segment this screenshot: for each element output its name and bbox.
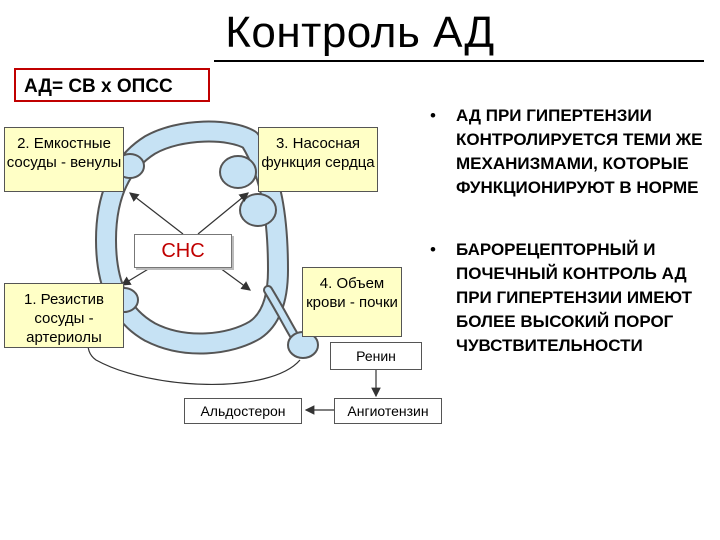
pump-function-box: 3. Насосная функция сердца	[258, 127, 378, 192]
resistive-vessels-box: 1. Резистив сосуды - артериолы	[4, 283, 124, 348]
page-title: Контроль АД	[225, 8, 495, 57]
vascular-loop	[95, 120, 319, 359]
formula-box: АД= СВ х ОПСС	[14, 68, 210, 102]
bullet-item: • БАРОРЕЦЕПТОРНЫЙ И ПОЧЕЧНЫЙ КОНТРОЛЬ АД…	[430, 238, 715, 358]
bullet-text: БАРОРЕЦЕПТОРНЫЙ И ПОЧЕЧНЫЙ КОНТРОЛЬ АД П…	[456, 240, 693, 355]
aldosterone-box: Альдостерон	[184, 398, 302, 424]
bullet-marker: •	[430, 106, 436, 125]
bullet-text: АД ПРИ ГИПЕРТЕНЗИИ КОНТРОЛИРУЕТСЯ ТЕМИ Ж…	[456, 106, 703, 197]
blood-volume-box: 4. Объем крови - почки	[302, 267, 402, 337]
renin-box: Ренин	[330, 342, 422, 370]
title-underline	[214, 60, 704, 62]
angiotensin-box: Ангиотензин	[334, 398, 442, 424]
capacitive-vessels-box: 2. Емкостные сосуды - венулы	[4, 127, 124, 192]
bullet-marker: •	[430, 240, 436, 259]
sns-box: СНС	[134, 234, 232, 268]
bullet-list: • АД ПРИ ГИПЕРТЕНЗИИ КОНТРОЛИРУЕТСЯ ТЕМИ…	[430, 104, 715, 358]
bullet-item: • АД ПРИ ГИПЕРТЕНЗИИ КОНТРОЛИРУЕТСЯ ТЕМИ…	[430, 104, 715, 200]
